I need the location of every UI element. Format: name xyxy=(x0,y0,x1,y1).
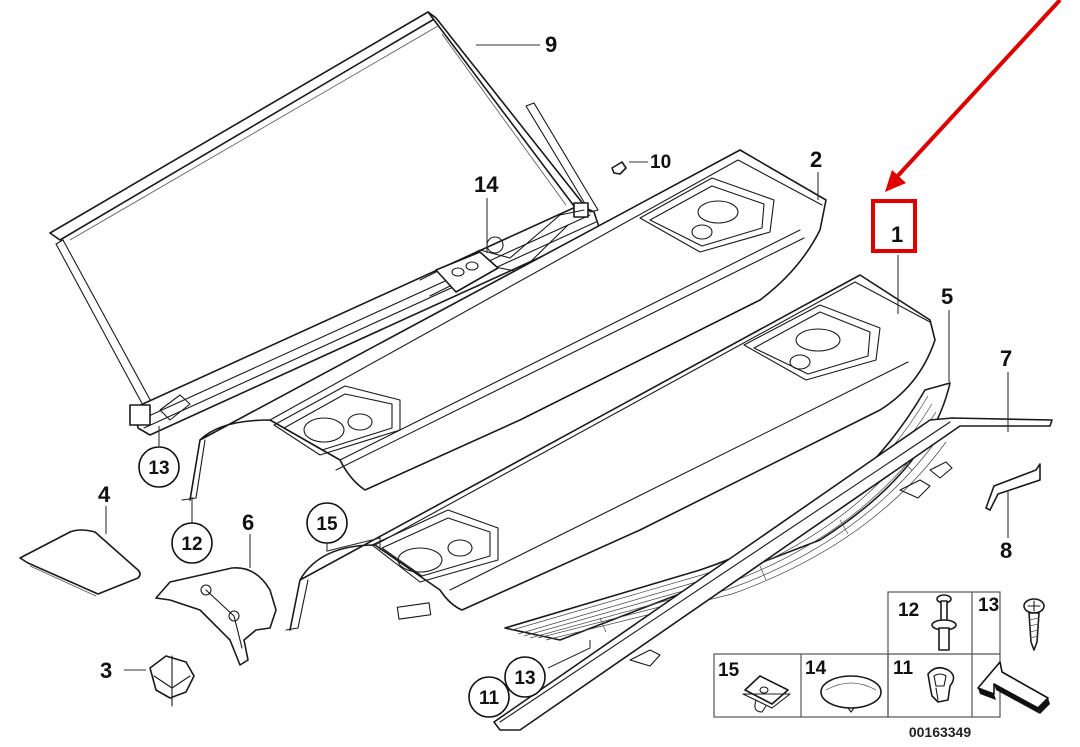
callout-15-circled: 15 xyxy=(306,502,348,544)
callout-10: 10 xyxy=(650,152,671,173)
svg-text:12: 12 xyxy=(898,600,919,621)
part-6-hinge xyxy=(155,567,277,666)
drawing-number: 00163349 xyxy=(909,724,972,740)
part-3-fastener xyxy=(149,655,195,707)
part-8-bracket xyxy=(985,463,1041,511)
highlight-box xyxy=(871,199,917,253)
callout-6: 6 xyxy=(242,510,254,535)
part-7-trim-strip xyxy=(493,417,1053,731)
part-2-parcel-shelf-upper xyxy=(181,149,827,501)
callout-13-circled-upper: 13 xyxy=(138,446,180,488)
callout-5: 5 xyxy=(941,284,953,309)
svg-text:13: 13 xyxy=(148,458,169,479)
hardware-legend: 12 13 15 xyxy=(713,591,1050,740)
callout-9: 9 xyxy=(545,32,557,57)
svg-text:15: 15 xyxy=(316,514,338,535)
callout-4: 4 xyxy=(98,482,111,507)
highlight-arrowhead-icon xyxy=(885,170,906,192)
legend-cell-arrow xyxy=(977,661,1050,714)
rivet-icon xyxy=(931,594,957,651)
callout-2: 2 xyxy=(810,147,822,172)
clip-nut-icon xyxy=(742,675,791,713)
part-4-cover-panel xyxy=(19,529,141,597)
svg-text:14: 14 xyxy=(805,658,827,679)
part-10-clip xyxy=(611,161,627,175)
clip-icon xyxy=(927,666,955,703)
callout-13-circled-lower: 13 xyxy=(504,656,546,698)
callout-11-circled: 11 xyxy=(468,676,510,718)
callout-3: 3 xyxy=(100,658,112,683)
leader-lines xyxy=(105,44,1009,671)
callout-12-circled: 12 xyxy=(171,522,213,564)
legend-cell-15: 15 xyxy=(718,660,791,713)
svg-text:11: 11 xyxy=(479,688,500,709)
svg-text:15: 15 xyxy=(718,660,740,681)
callout-14: 14 xyxy=(474,172,499,197)
orientation-arrow-icon xyxy=(977,661,1050,714)
legend-cell-14: 14 xyxy=(805,658,882,713)
svg-text:13: 13 xyxy=(978,595,999,616)
screw-icon xyxy=(1023,598,1045,651)
callout-8: 8 xyxy=(1000,538,1012,563)
svg-text:13: 13 xyxy=(514,668,535,689)
part-9-sunblind-frame xyxy=(49,11,601,436)
svg-text:11: 11 xyxy=(893,658,914,679)
legend-cell-12: 12 xyxy=(898,594,957,651)
legend-cell-11: 11 xyxy=(893,658,955,703)
legend-cell-13: 13 xyxy=(978,595,1045,651)
highlight-annotation xyxy=(871,0,1062,253)
part-1-parcel-shelf-lower xyxy=(285,274,936,631)
cap-icon xyxy=(820,675,882,713)
callout-1: 1 xyxy=(891,222,903,247)
svg-text:12: 12 xyxy=(181,534,202,555)
highlight-arrow-shaft xyxy=(891,0,1062,183)
callout-7: 7 xyxy=(1000,346,1012,371)
